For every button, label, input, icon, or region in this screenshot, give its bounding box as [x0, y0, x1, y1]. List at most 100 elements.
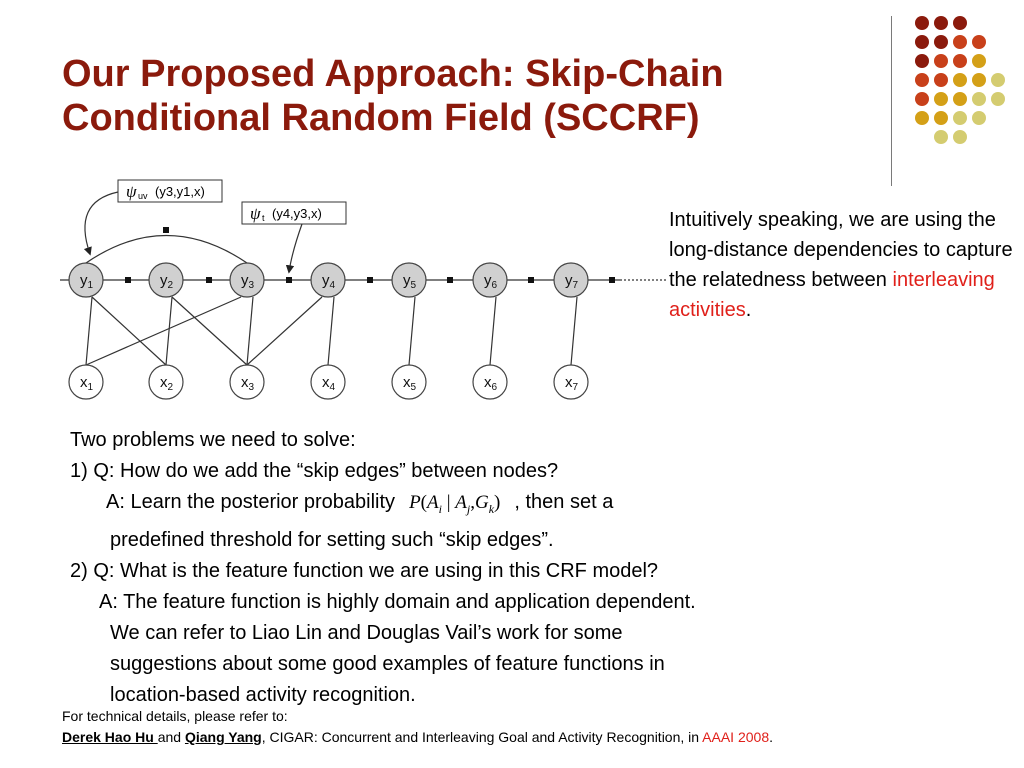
label-node-3-circle — [229, 262, 265, 298]
side-explanation-text: Intuitively speaking, we are using the l… — [669, 209, 1013, 291]
decorative-dot — [915, 16, 929, 30]
decorative-dot — [934, 111, 948, 125]
skip-factor-label-box — [117, 179, 223, 203]
factor-square — [609, 277, 615, 283]
decorative-dot — [953, 130, 967, 144]
skip-factor-square — [163, 227, 169, 233]
decorative-dot — [953, 73, 967, 87]
transition-label-arrow — [285, 223, 303, 274]
skip-factor-sub: uv — [138, 191, 148, 201]
label-node-2-circle — [148, 262, 184, 298]
question-2: 2) Q: What is the feature function we ar… — [70, 559, 659, 582]
problems-intro: Two problems we need to solve: — [70, 429, 356, 451]
transition-factor-label-box — [241, 201, 347, 225]
observation-edge — [246, 296, 323, 366]
decorative-dot — [972, 54, 986, 68]
observation-edge — [85, 296, 242, 366]
factor-square — [367, 277, 373, 283]
decorative-dot — [972, 111, 986, 125]
side-explanation-highlight: interleaving activities — [669, 269, 995, 321]
skip-label-arrow — [83, 191, 119, 256]
decorative-dot — [915, 111, 929, 125]
venue-label: AAAI 2008 — [702, 729, 770, 745]
answer-1-start: A: Learn the posterior probability — [106, 491, 396, 513]
slide-title: Our Proposed Approach: Skip-Chain Condit… — [62, 52, 882, 140]
decorative-dot — [915, 54, 929, 68]
decorative-dot — [972, 92, 986, 106]
decorative-dot — [915, 35, 929, 49]
author-1-link[interactable]: Derek Hao Hu — [62, 729, 158, 745]
factor-square — [206, 277, 212, 283]
decorative-dot — [953, 92, 967, 106]
observation-node-7-circle — [553, 364, 589, 400]
skip-factor-psi: ψ — [126, 182, 137, 201]
title-line-1: Our Proposed Approach: Skip-Chain — [62, 53, 724, 95]
decorative-dot — [991, 92, 1005, 106]
label-node-7-circle — [553, 262, 589, 298]
decorative-dot — [953, 35, 967, 49]
decorative-dot — [972, 73, 986, 87]
observation-node-4-circle — [310, 364, 346, 400]
observation-node-3-circle — [229, 364, 265, 400]
decorative-dot — [934, 130, 948, 144]
factor-square — [125, 277, 131, 283]
factor-square — [286, 277, 292, 283]
decorative-dot — [934, 73, 948, 87]
answer-2-line-2: We can refer to Liao Lin and Douglas Vai… — [110, 621, 623, 644]
observation-edge — [570, 296, 578, 366]
decorative-dot — [934, 54, 948, 68]
observation-edge — [246, 296, 254, 366]
decorative-dot — [953, 111, 967, 125]
transition-factor-psi: ψ — [250, 204, 261, 223]
decorative-dot — [915, 92, 929, 106]
decorative-dot — [991, 73, 1005, 87]
footer-end: . — [769, 729, 773, 745]
observation-edge — [489, 296, 497, 366]
footer-line-2: Derek Hao Hu and Qiang Yang, CIGAR: Conc… — [62, 727, 1012, 748]
observation-node-6-circle — [472, 364, 508, 400]
footer-and: and — [157, 729, 185, 745]
skip-edge — [85, 234, 248, 264]
decorative-dot — [953, 16, 967, 30]
answer-1-continued: predefined threshold for setting such “s… — [110, 528, 554, 551]
factor-square — [447, 277, 453, 283]
answer-2-line-1: A: The feature function is highly domain… — [99, 590, 696, 613]
reference-footer: For technical details, please refer to: … — [62, 706, 1012, 748]
author-2-link[interactable]: Qiang Yang — [184, 729, 262, 745]
decorative-dot — [915, 73, 929, 87]
transition-factor-sub: t — [262, 213, 265, 223]
decorative-dot — [972, 35, 986, 49]
observation-edge — [85, 296, 93, 366]
label-node-4-circle — [310, 262, 346, 298]
vertical-divider — [891, 16, 892, 186]
footer-line-1: For technical details, please refer to: — [62, 708, 288, 724]
answer-1-end: , then set a — [514, 491, 614, 513]
label-node-1-circle — [68, 262, 104, 298]
label-node-5-circle — [391, 262, 427, 298]
answer-2-line-3: suggestions about some good examples of … — [110, 652, 665, 675]
problems-list: Two problems we need to solve: 1) Q: How… — [70, 425, 950, 711]
skip-factor-args: (y3,y1,x) — [155, 184, 205, 199]
observation-node-5-circle — [391, 364, 427, 400]
decorative-dot — [934, 35, 948, 49]
decorative-dot — [934, 16, 948, 30]
footer-citation: , CIGAR: Concurrent and Interleaving Goa… — [261, 729, 703, 745]
label-node-6-circle — [472, 262, 508, 298]
observation-edge — [408, 296, 416, 366]
transition-factor-args: (y4,y3,x) — [272, 206, 322, 221]
factor-square — [528, 277, 534, 283]
posterior-formula: P(Ai | Aj,Gk) — [409, 492, 501, 516]
title-line-2: Conditional Random Field (SCCRF) — [62, 97, 700, 139]
observation-edge — [327, 296, 335, 366]
decorative-dot — [934, 92, 948, 106]
question-1: 1) Q: How do we add the “skip edges” bet… — [70, 460, 559, 482]
observation-node-2-circle — [148, 364, 184, 400]
answer-2-line-4: location-based activity recognition. — [110, 683, 416, 706]
answer-1-line: A: Learn the posterior probability P(Ai |… — [70, 487, 950, 525]
side-explanation-end: . — [745, 299, 752, 321]
observation-node-1-circle — [68, 364, 104, 400]
observation-edge — [165, 296, 173, 366]
observation-edge — [171, 296, 248, 366]
decorative-dot — [953, 54, 967, 68]
